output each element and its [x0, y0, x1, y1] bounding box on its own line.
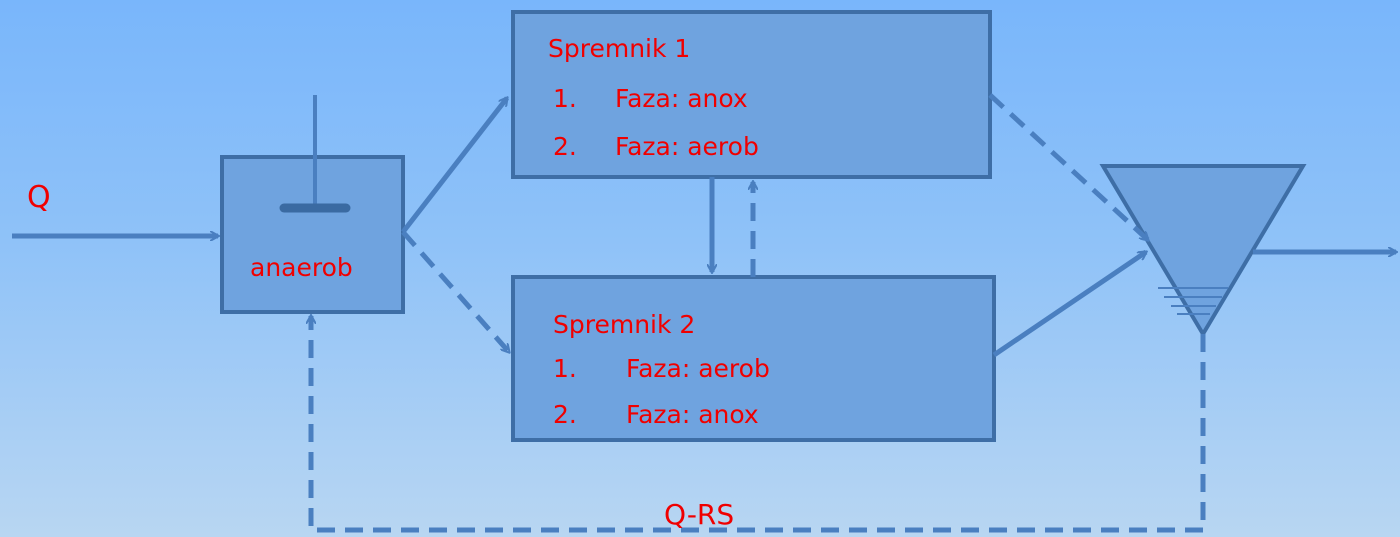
tank2-phase-1-text: Faza: aerob — [626, 354, 770, 383]
tank1-phase-1-text: Faza: anox — [615, 84, 748, 113]
tank2-title: Spremnik 2 — [553, 310, 695, 339]
mixer-icon — [279, 95, 351, 213]
tank2-phase-2-num: 2. — [553, 400, 577, 429]
anaerob-to-tank2-arrow — [401, 230, 509, 352]
recycle-label: Q-RS — [664, 498, 734, 531]
anaerobic-tank-label: anaerob — [250, 253, 353, 282]
anaerobic-tank-box — [220, 155, 405, 314]
tank1-box — [511, 10, 992, 179]
tank2-to-clarifier-arrow — [992, 249, 1146, 358]
tank2-phase-2-text: Faza: anox — [626, 400, 759, 429]
tank1-phase-1-num: 1. — [553, 84, 577, 113]
tank2-phase-1-num: 1. — [553, 354, 577, 383]
tank1-title: Spremnik 1 — [548, 34, 690, 63]
tank1-to-clarifier-arrow — [988, 93, 1148, 240]
tank1-phase-2-text: Faza: aerob — [615, 132, 759, 161]
anaerob-to-tank1-arrow — [401, 98, 509, 234]
tank1-phase-2-num: 2. — [553, 132, 577, 161]
sludge-recycle-line — [311, 316, 1206, 533]
inflow-label: Q — [27, 180, 51, 215]
tank2-box — [511, 275, 996, 442]
